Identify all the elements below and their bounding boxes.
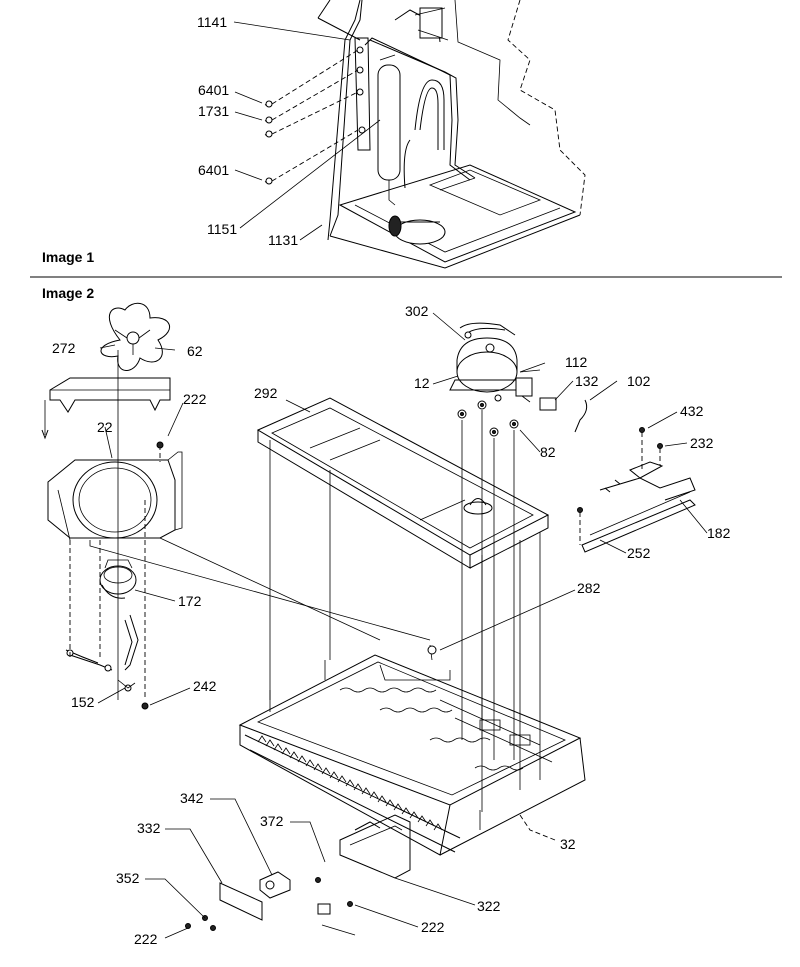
terminal-block — [317, 903, 356, 936]
label-292: 292 — [254, 385, 278, 401]
label-112: 112 — [565, 354, 588, 370]
label-22: 22 — [97, 419, 113, 435]
label-272: 272 — [52, 340, 76, 356]
label-372: 372 — [260, 813, 284, 829]
image1-leader-lines — [233, 21, 381, 241]
label-332: 332 — [137, 820, 161, 836]
drain-pan — [338, 164, 577, 263]
label-102: 102 — [627, 373, 651, 389]
condenser-coil — [244, 687, 553, 853]
filter-drier — [377, 54, 401, 206]
label-1131: 1131 — [268, 232, 298, 248]
refrigerant-tubing — [364, 7, 476, 189]
motor-brackets — [65, 614, 139, 692]
control-bracket — [339, 814, 411, 879]
label-222-fan: 222 — [183, 391, 207, 407]
label-322: 322 — [477, 898, 501, 914]
screws-image1 — [264, 100, 273, 185]
label-12: 12 — [414, 375, 430, 391]
section-title-image2: Image 2 — [42, 285, 94, 301]
label-82: 82 — [540, 444, 556, 460]
label-352: 352 — [116, 870, 140, 886]
image1-diagram: 1141 6401 1731 6401 1151 1131 — [197, 0, 586, 269]
label-252: 252 — [627, 545, 651, 561]
drain-pan-292 — [256, 397, 550, 569]
label-6401-upper: 6401 — [198, 82, 229, 98]
label-6401-lower: 6401 — [198, 162, 229, 178]
compressor — [449, 322, 526, 393]
base-pan — [238, 654, 586, 856]
screws-lower — [185, 877, 353, 931]
label-1141: 1141 — [197, 14, 227, 30]
label-132: 132 — [575, 373, 599, 389]
label-342: 342 — [180, 790, 204, 806]
fan-shroud-top — [41, 377, 171, 440]
label-282: 282 — [577, 580, 601, 596]
label-172: 172 — [178, 593, 202, 609]
label-432: 432 — [680, 403, 704, 419]
label-222-plate: 222 — [134, 931, 158, 947]
label-302: 302 — [405, 303, 429, 319]
section-title-image1: Image 1 — [42, 249, 94, 265]
label-232: 232 — [690, 435, 714, 451]
screws-fan — [141, 441, 164, 710]
mounting-bracket — [354, 37, 371, 151]
label-182: 182 — [707, 525, 731, 541]
label-62: 62 — [187, 343, 203, 359]
fan-bracket — [47, 451, 183, 541]
label-222-bracket: 222 — [421, 919, 445, 935]
drain-pan-guides — [269, 440, 541, 812]
label-1151: 1151 — [207, 221, 237, 237]
condenser-fan-blade — [100, 302, 171, 371]
label-1731: 1731 — [198, 103, 229, 119]
wire-harness — [577, 427, 696, 553]
label-32: 32 — [560, 836, 576, 852]
control-plate — [219, 882, 263, 921]
compressor-electricals — [515, 369, 588, 433]
compressor-grommets — [457, 394, 519, 760]
image2-leader-lines — [97, 312, 708, 939]
fan-assembly-guides — [69, 350, 431, 700]
defrost-timer — [259, 871, 291, 899]
label-152: 152 — [71, 694, 95, 710]
compressor-image1 — [388, 215, 446, 245]
label-242: 242 — [193, 678, 217, 694]
image2-diagram: 302 272 62 112 12 132 102 292 222 22 432… — [41, 302, 731, 947]
